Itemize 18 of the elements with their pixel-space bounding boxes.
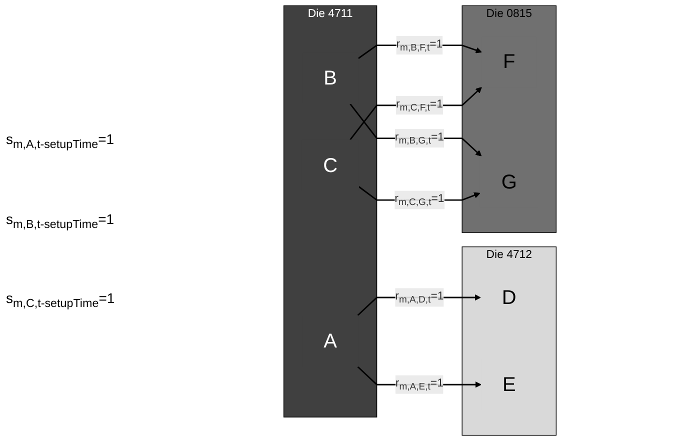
variable-label: s$_{m,C,t-setupTime}$=1 — [6, 290, 116, 310]
node-text: D — [502, 286, 516, 308]
edge-label: r$_{m,B,F,t}$=1 — [396, 38, 443, 53]
edge-label: r$_{m,B,G,t}$=1 — [394, 131, 444, 146]
node-text: E — [502, 373, 516, 396]
node-text: B — [324, 66, 337, 89]
edge-label: r$_{m,C,G,t}$=1 — [394, 192, 444, 208]
variable-label: s$_{m,A,t-setupTime}$=1 — [6, 130, 116, 151]
arrow — [350, 104, 482, 156]
node-text: C — [323, 154, 338, 176]
edge-label: r$_{m,C,F,t}$=1 — [396, 98, 443, 113]
variable-label: s$_{m,B,t-setupTime}$=1 — [6, 210, 116, 230]
node-text: G — [501, 170, 517, 193]
node-text: A — [324, 330, 337, 352]
arrow — [350, 87, 482, 140]
node-text: F — [503, 50, 516, 73]
edge-label: r$_{m,A,D,t}$=1 — [395, 290, 444, 305]
edge-label: r$_{m,A,E,t}$=1 — [395, 377, 444, 392]
